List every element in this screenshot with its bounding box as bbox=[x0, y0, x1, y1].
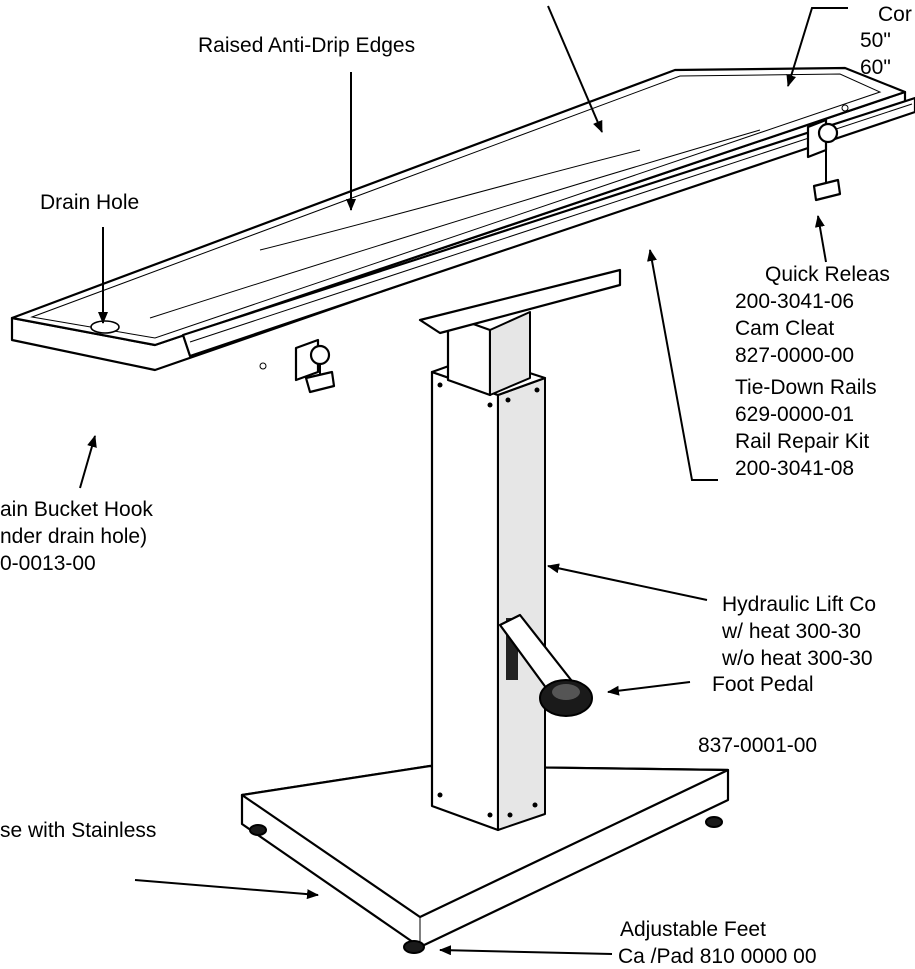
label-raised-edges: Raised Anti-Drip Edges bbox=[198, 34, 416, 57]
label-drain-hole: Drain Hole bbox=[40, 191, 140, 214]
label-tie-down-rails: Tie-Down Rails bbox=[735, 376, 877, 399]
tie-down-rail bbox=[181, 96, 915, 358]
label-feet-part: Ca /Pad 810 0000 00 bbox=[618, 945, 817, 968]
label-bucket-part: 0-0013-00 bbox=[0, 552, 96, 575]
foot-pedal bbox=[498, 613, 593, 717]
label-rail-repair: Rail Repair Kit bbox=[735, 430, 870, 453]
label-bucket-hook: ain Bucket Hook bbox=[0, 498, 153, 521]
base-plate bbox=[240, 764, 730, 949]
adjustable-feet bbox=[249, 816, 723, 954]
label-tie-down-part: 629-0000-01 bbox=[735, 403, 855, 426]
label-adjustable-feet: Adjustable Feet bbox=[620, 918, 766, 941]
lift-column bbox=[430, 354, 547, 832]
label-bucket-note: nder drain hole) bbox=[0, 525, 148, 548]
label-foot-pedal: Foot Pedal bbox=[712, 673, 814, 696]
label-quick-release-part: 200-3041-06 bbox=[735, 290, 855, 313]
table-top bbox=[10, 66, 907, 372]
label-foot-pedal-part: 837-0001-00 bbox=[698, 734, 818, 757]
label-cam-cleat: Cam Cleat bbox=[735, 317, 835, 340]
label-hydraulic-with-heat: w/ heat 300-30 bbox=[722, 620, 861, 643]
label-corner-3: 60" bbox=[860, 56, 891, 79]
label-cam-cleat-part: 827-0000-00 bbox=[735, 344, 855, 367]
label-hydraulic-without-heat: w/o heat 300-30 bbox=[722, 647, 873, 670]
label-rail-repair-part: 200-3041-08 bbox=[735, 457, 855, 480]
label-quick-release: Quick Releas bbox=[765, 263, 890, 286]
label-hydraulic-lift: Hydraulic Lift Co bbox=[722, 593, 877, 616]
cam-cleat-right bbox=[806, 118, 842, 202]
label-corner-1: Cor bbox=[878, 3, 912, 26]
label-corner-2: 50" bbox=[860, 29, 891, 52]
upper-column bbox=[446, 311, 531, 397]
cam-cleat-left bbox=[294, 338, 336, 394]
label-base: se with Stainless bbox=[0, 819, 157, 842]
leader-lines bbox=[79, 5, 848, 956]
